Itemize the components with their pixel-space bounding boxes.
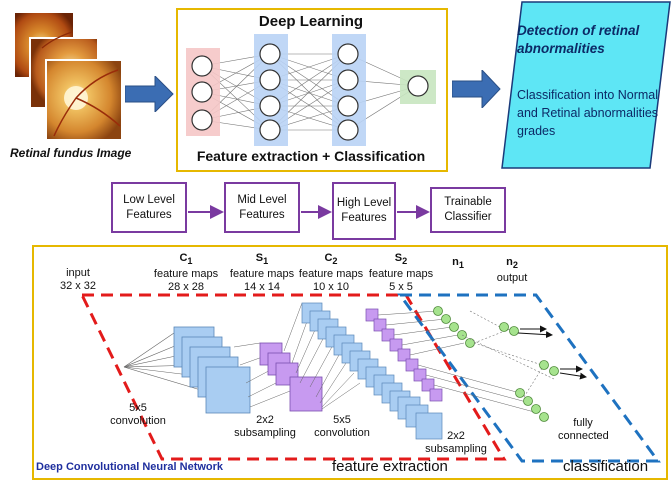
- s1-c2-connections: [283, 302, 361, 410]
- network-edges: [201, 53, 419, 131]
- n1-sub: 1: [458, 260, 464, 271]
- pipeline-arrows: [188, 205, 430, 219]
- arrow-to-detection-icon: [452, 70, 501, 108]
- deep-learning-subtitle: Feature extraction + Classification: [196, 148, 426, 164]
- cnn-c1-label: C1 feature maps 28 x 28: [148, 252, 224, 294]
- s2-size: 5 x 5: [389, 281, 413, 294]
- cnn-n2-label: n2 output: [490, 256, 534, 285]
- s1-sub: 1: [263, 256, 269, 267]
- conv2-label: 5x5 convolution: [314, 414, 370, 439]
- c2-sub: 2: [332, 256, 338, 267]
- deep-learning-title: Deep Learning: [258, 13, 364, 30]
- stage-mid-level-label: Mid Level Features: [237, 193, 287, 221]
- c1-sub: 1: [187, 256, 193, 267]
- c2-lower-maps: [397, 396, 443, 440]
- cnn-s1-label: S1 feature maps 14 x 14: [226, 252, 298, 294]
- cnn-panel: [32, 245, 668, 480]
- cnn-s2-label: S2 feature maps 5 x 5: [366, 252, 436, 294]
- n1-n2-connections: [461, 310, 555, 398]
- stage-low-level-label: Low Level Features: [123, 193, 175, 221]
- output-arrows: [517, 325, 587, 380]
- s1-label: feature maps: [229, 268, 295, 281]
- c2-symbol: C: [324, 252, 333, 264]
- cnn-footer: Deep Convolutional Neural Network: [36, 461, 224, 473]
- c1-size: 28 x 28: [167, 281, 205, 294]
- s2-feature-maps: [365, 308, 443, 402]
- cnn-diagram: [79, 293, 661, 463]
- sub1-label: 2x2 subsampling: [234, 414, 296, 439]
- n1-nodes: [433, 306, 549, 422]
- feature-extraction-region: [79, 293, 507, 461]
- detection-body: Classification into Normal and Retinal a…: [517, 88, 659, 138]
- s2-n1-connections: [377, 310, 539, 414]
- input-size: 32 x 32: [59, 280, 97, 292]
- feature-extraction-label: feature extraction: [332, 458, 448, 475]
- stage-classifier: Trainable Classifier: [430, 187, 506, 233]
- retinal-image-stack: [13, 8, 164, 144]
- arrow-to-deep-learning-icon: [125, 76, 174, 112]
- n2-symbol: n: [506, 256, 513, 268]
- classification-region: [397, 293, 661, 463]
- c1-feature-maps: [173, 326, 251, 414]
- classification-label: classification: [563, 458, 649, 475]
- c1-symbol: C: [179, 252, 188, 264]
- c2-size: 10 x 10: [312, 281, 350, 294]
- s1-size: 14 x 14: [243, 281, 281, 294]
- conv1-label: 5x5 convolution: [110, 402, 166, 427]
- s1-feature-maps: [259, 342, 323, 412]
- sub2-label: 2x2 subsampling: [425, 430, 487, 455]
- stage-low-level: Low Level Features: [111, 182, 187, 233]
- stage-mid-level: Mid Level Features: [224, 182, 300, 233]
- retinal-image-caption: Retinal fundus Image: [10, 146, 132, 160]
- n2-output-nodes: [499, 322, 559, 376]
- deep-learning-box: [176, 8, 448, 172]
- stage-high-level: High Level Features: [332, 182, 396, 240]
- retinal-image-graphic: [13, 11, 123, 141]
- s2-symbol: S: [394, 252, 403, 264]
- cnn-n1-label: n1: [448, 256, 468, 272]
- cnn-c2-label: C2 feature maps 10 x 10: [298, 252, 364, 294]
- n1-symbol: n: [452, 256, 459, 268]
- input-label: input: [66, 267, 90, 279]
- fc-label: fully connected: [558, 417, 609, 442]
- n2-label: output: [496, 272, 528, 285]
- network-nodes: [191, 43, 429, 141]
- s1-symbol: S: [255, 252, 264, 264]
- neural-network-diagram: [186, 34, 436, 146]
- s2-label: feature maps: [368, 268, 434, 281]
- detection-panel: [501, 1, 671, 169]
- stage-high-level-label: High Level Features: [336, 197, 392, 224]
- detection-title: Detection of retinal abnormalities: [517, 23, 640, 56]
- c2-label: feature maps: [298, 268, 364, 281]
- c1-label: feature maps: [153, 268, 219, 281]
- s2-sub: 2: [402, 256, 408, 267]
- cnn-input-label: input 32 x 32: [58, 267, 98, 293]
- n2-sub: 2: [512, 260, 518, 271]
- stage-classifier-label: Trainable Classifier: [444, 196, 492, 223]
